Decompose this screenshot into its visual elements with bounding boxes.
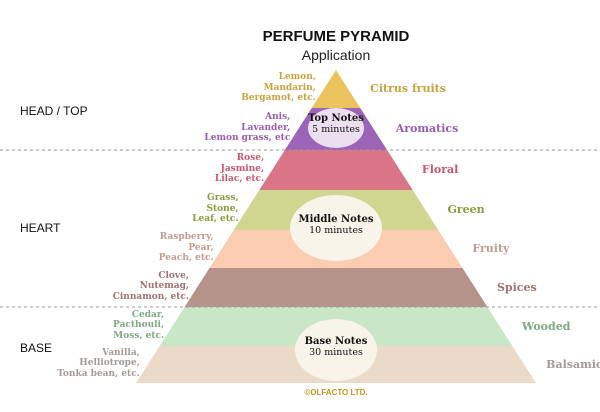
example-line: Moss, etc. bbox=[113, 330, 165, 341]
base-notes-label: Base Notes 30 minutes bbox=[296, 336, 376, 358]
top-notes-time: 5 minutes bbox=[312, 124, 360, 135]
layer-examples: Raspberry,Pear,Peach, etc. bbox=[159, 232, 214, 264]
example-line: Lemon, bbox=[278, 72, 316, 82]
middle-notes-title: Middle Notes bbox=[298, 214, 374, 225]
example-line: Tonka bean, etc. bbox=[57, 368, 140, 379]
diagram-subtitle: Application bbox=[301, 47, 371, 63]
middle-notes-ellipse bbox=[290, 195, 382, 261]
diagram-title: PERFUME PYRAMID bbox=[262, 28, 410, 45]
top-notes-ellipse bbox=[308, 108, 364, 148]
base-notes-title: Base Notes bbox=[304, 336, 368, 347]
layer-family-label: Aromatics bbox=[395, 122, 459, 135]
example-line: Peach, etc. bbox=[158, 253, 214, 263]
layer-examples: Grass,Stone,Leaf, etc. bbox=[192, 193, 238, 225]
section-heart: HEART bbox=[20, 221, 61, 235]
section-head-top: HEAD / TOP bbox=[20, 104, 88, 118]
layer-examples: Rose,Jasmine,Lilac, etc. bbox=[215, 153, 264, 185]
example-line: Mandarin, bbox=[263, 82, 316, 93]
middle-notes-time: 10 minutes bbox=[309, 225, 363, 236]
layer-family-label: Spices bbox=[496, 280, 537, 294]
example-line: Jasmine, bbox=[220, 163, 265, 174]
pyramid-layer-spices bbox=[184, 268, 488, 307]
layer-family-label: Wooded bbox=[521, 319, 571, 333]
example-line: Cedar, bbox=[131, 309, 165, 320]
base-notes-time: 30 minutes bbox=[309, 347, 363, 358]
layer-examples: Cedar,Pacthouli,Moss, etc. bbox=[113, 310, 164, 342]
example-line: Lilac, etc. bbox=[214, 174, 265, 184]
section-base: BASE bbox=[20, 341, 53, 355]
layer-family-label: Floral bbox=[421, 163, 459, 176]
example-line: Pacthouli, bbox=[113, 320, 165, 330]
example-line: Anis, bbox=[265, 112, 291, 122]
example-line: Lemon grass, etc bbox=[204, 133, 291, 143]
example-line: Cinnamon, etc. bbox=[112, 291, 190, 302]
layer-family-label: Balsamic bbox=[546, 357, 600, 371]
copyright: ©OLFACTO LTD. bbox=[304, 388, 368, 397]
example-line: Lavander, bbox=[241, 122, 291, 133]
example-line: Bergamot, etc. bbox=[241, 93, 316, 103]
layer-examples: Anis,Lavander,Lemon grass, etc bbox=[204, 112, 290, 144]
pyramid-layer-floral bbox=[259, 150, 413, 190]
layer-family-label: Fruity bbox=[472, 242, 510, 255]
example-line: Stone, bbox=[206, 203, 239, 214]
example-line: Nutemag, bbox=[139, 281, 190, 291]
example-line: Helliotrope, bbox=[79, 358, 140, 368]
top-notes-label: Top Notes 5 minutes bbox=[308, 113, 364, 135]
layer-examples: Lemon,Mandarin,Bergamot, etc. bbox=[241, 72, 316, 104]
layer-examples: Clove,Nutemag,Cinnamon, etc. bbox=[113, 271, 189, 303]
top-notes-title: Top Notes bbox=[308, 113, 364, 124]
example-line: Rose, bbox=[236, 153, 265, 163]
example-line: Clove, bbox=[158, 270, 190, 281]
example-line: Raspberry, bbox=[159, 232, 214, 242]
example-line: Grass, bbox=[207, 193, 239, 203]
layer-family-label: Green bbox=[447, 203, 485, 216]
base-notes-ellipse bbox=[295, 319, 377, 381]
layer-family-label: Citrus fruits bbox=[370, 82, 446, 95]
pyramid-layer-citrus-fruits bbox=[311, 70, 361, 108]
layer-examples: Vanilla,Helliotrope,Tonka bean, etc. bbox=[57, 348, 140, 380]
middle-notes-label: Middle Notes 10 minutes bbox=[291, 214, 381, 236]
example-line: Vanilla, bbox=[102, 347, 140, 358]
example-line: Leaf, etc. bbox=[192, 214, 239, 224]
example-line: Pear, bbox=[188, 242, 214, 253]
